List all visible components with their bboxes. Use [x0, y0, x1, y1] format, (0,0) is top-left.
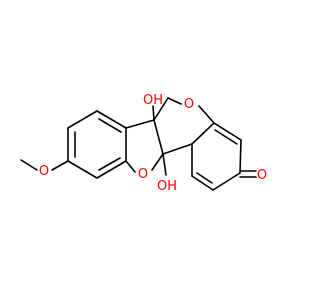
methoxy-oxygen-label: O — [39, 164, 49, 179]
structure-canvas: OH OH O O O O — [20, 93, 268, 194]
bond — [96, 110, 127, 129]
molecule-structure: OH OH O O O O — [20, 93, 267, 194]
bond — [191, 175, 214, 191]
bond — [153, 97, 169, 121]
bond — [162, 143, 193, 155]
bond — [162, 153, 167, 176]
furan-oxygen-label: O — [138, 167, 148, 182]
bond — [67, 110, 98, 129]
bond — [67, 160, 98, 179]
bond — [213, 122, 242, 141]
bond-double — [98, 157, 121, 171]
bond — [153, 119, 164, 155]
hydroxyl-label-bottom: OH — [157, 179, 177, 194]
bond — [51, 160, 69, 171]
bond — [167, 97, 182, 105]
hydroxyl-label-top: OH — [143, 93, 163, 108]
bond — [239, 139, 242, 174]
bond-double — [214, 129, 238, 145]
pyran-oxygen-label: O — [184, 97, 194, 112]
bond — [96, 160, 127, 179]
bond-double — [98, 118, 122, 133]
bond — [212, 172, 241, 191]
bond — [125, 119, 155, 129]
bond-lines — [20, 97, 257, 191]
bond — [20, 159, 38, 171]
bond — [152, 105, 155, 121]
bond — [198, 105, 215, 124]
ketone-oxygen-label: O — [257, 168, 267, 183]
bond — [191, 122, 215, 145]
bond-double — [196, 172, 213, 184]
bond — [125, 160, 136, 173]
bond — [151, 153, 164, 171]
